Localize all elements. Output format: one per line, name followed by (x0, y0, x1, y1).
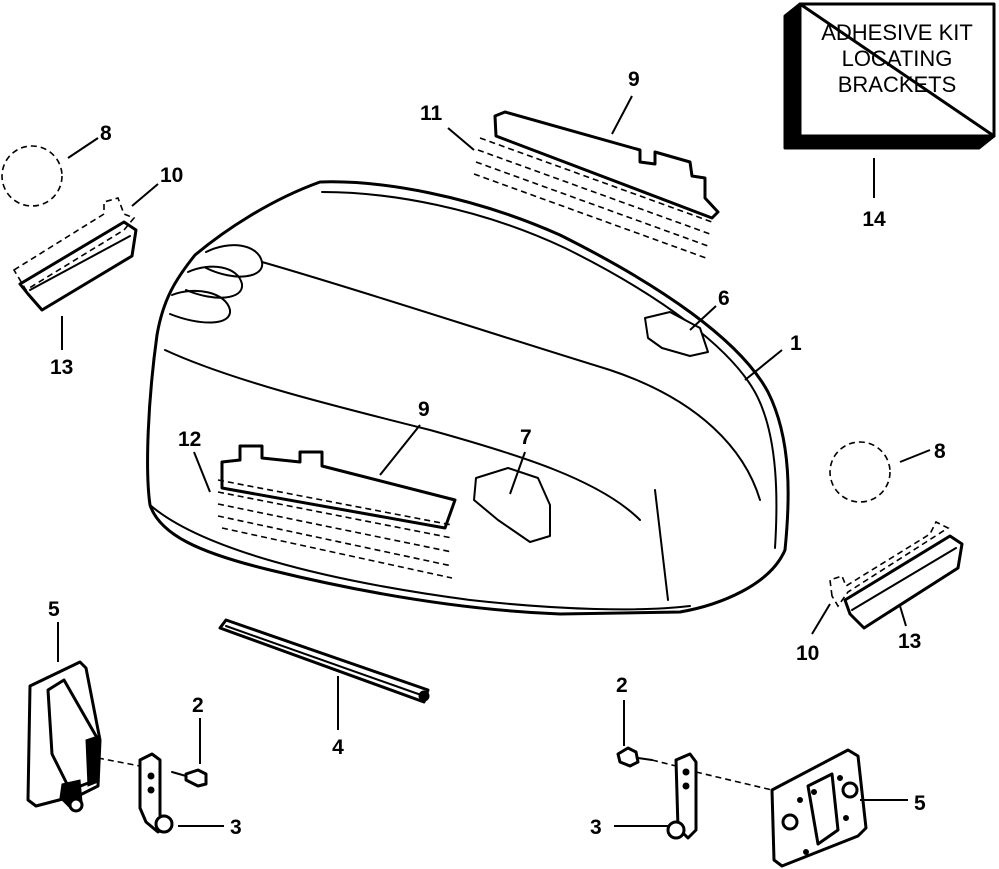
callout-10-left: 10 (160, 164, 183, 187)
callout-13-left: 13 (50, 356, 73, 379)
callout-11: 11 (420, 102, 443, 125)
screw-2-right (616, 746, 677, 768)
callout-9-top: 9 (628, 68, 640, 91)
leader-8-right (899, 449, 931, 463)
callout-14: 14 (862, 208, 886, 231)
adhesive-disc-8-right (829, 441, 891, 503)
top-adhesive-tape-11 (473, 137, 713, 259)
callout-6: 6 (718, 287, 730, 310)
leader-10-right (811, 603, 831, 635)
callout-2-right: 2 (616, 674, 628, 697)
axis-left (97, 757, 141, 767)
callout-4: 4 (332, 736, 344, 759)
callout-2-left: 2 (192, 694, 204, 717)
callout-13-right: 13 (898, 630, 921, 653)
callout-9-side: 9 (418, 398, 430, 421)
link-arm-3-left (138, 752, 174, 834)
leader-7 (509, 451, 526, 495)
latch-5-left (26, 660, 102, 813)
callout-10-right: 10 (796, 642, 819, 665)
adhesive-pad-6 (644, 311, 709, 357)
kit-label-line-1: ADHESIVE KIT (821, 20, 973, 45)
top-locating-bracket-9 (493, 110, 720, 220)
tape-10-right (829, 520, 950, 608)
bracket-13-left (18, 220, 138, 312)
latch-5-right (770, 748, 868, 868)
adhesive-kit-box: ADHESIVE KIT LOCATING BRACKETS (783, 2, 996, 150)
link-arm-3-right (666, 752, 698, 840)
seal-strip-4 (218, 618, 430, 704)
tape-10-left (12, 197, 136, 292)
callout-1: 1 (790, 332, 802, 355)
callout-8-left: 8 (100, 122, 112, 145)
kit-label-line-3: BRACKETS (838, 72, 957, 97)
leader-13-right (899, 605, 907, 627)
bracket-13-right (843, 534, 964, 630)
callout-8-right: 8 (934, 440, 946, 463)
leader-8-left (67, 137, 99, 159)
leader-1 (744, 349, 783, 381)
engine-cover (146, 180, 790, 616)
callout-5-right: 5 (914, 792, 926, 815)
callout-3-left: 3 (230, 816, 242, 839)
adhesive-disc-8-left (1, 145, 63, 207)
leader-11 (447, 127, 475, 151)
leader-9-side (379, 424, 421, 476)
callout-7: 7 (520, 426, 532, 449)
leader-12 (193, 451, 211, 493)
kit-label-line-2: LOCATING (842, 46, 953, 71)
side-locating-bracket-9 (220, 444, 457, 530)
callout-3-right: 3 (590, 816, 602, 839)
leader-6 (689, 305, 717, 331)
callout-5-left: 5 (48, 598, 60, 621)
leader-10-left (131, 183, 159, 207)
leader-9-top (611, 95, 633, 135)
callout-12: 12 (178, 428, 201, 451)
axis-right (695, 771, 773, 791)
screw-2-left (171, 768, 208, 788)
